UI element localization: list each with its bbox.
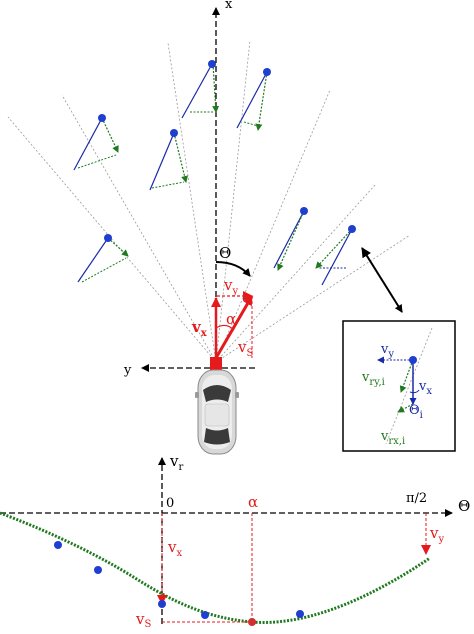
inset-vx-label: vx [418,379,432,397]
top-x-axis: x [212,0,233,378]
target-group [73,114,119,171]
target-group [181,60,220,119]
ray-line [7,116,217,363]
sample-dot [94,566,102,574]
target-group [315,225,356,286]
top-y-axis-label: y [123,363,132,378]
theta-label: Θ [219,244,231,262]
target-dot [263,68,271,76]
inset-target-dot [409,356,417,364]
car-top-view [195,369,239,455]
inset-theta-label: Θi [409,403,423,421]
tick-pi-half: π/2 [406,491,427,506]
top-x-axis-label: x [225,0,233,12]
target-group [273,207,308,271]
ray-line [61,94,217,363]
bottom-vs-label: vS [135,610,151,630]
sample-dot [201,611,209,619]
bottom-vy-label: vy [429,524,444,545]
target-dot [104,234,112,242]
theta-angle-arrow: Θ [215,244,251,277]
inset-pointer-arrow [361,247,403,313]
target-group [149,129,188,191]
target-dot [98,114,106,122]
inset-vry-label: vry,i [361,370,385,388]
sample-dot [248,618,256,626]
vs-label: vS [237,338,253,359]
vy-label: vy [223,276,238,297]
target-dot [170,129,178,137]
tick-alpha: α [248,493,258,511]
top-y-axis: y [123,363,255,378]
radial-velocity-curve [0,511,431,624]
inset-vrx-label: vrx,i [380,429,405,447]
sample-dot [158,600,166,608]
alpha-label: α [226,310,236,328]
theta-axis-label: Θ [458,497,470,515]
sample-dot [296,610,304,618]
target-dot [300,207,308,215]
ray-line [215,89,331,363]
ray-line [167,42,217,363]
target-group [236,68,271,131]
vx-label: vx [191,318,208,339]
target-dot [348,225,356,233]
radar-sensor [210,357,222,370]
tick-zero: 0 [166,496,174,511]
radar-rays [7,39,411,363]
bottom-plot: vr Θ 0 α π/2 vx vy vS [0,452,470,630]
vehicle-velocity-vectors: vy vx α vS [191,276,253,370]
inset-panel: vy vry,i vx Θi vrx,i [342,320,456,452]
target-group [77,234,129,283]
target-dot [208,60,216,68]
vs-vector [214,295,254,359]
inset-vy-label: vy [380,342,394,360]
vr-axis-label: vr [169,452,183,473]
bottom-vx-label: vx [167,538,182,559]
sample-dot [54,541,62,549]
ray-line [215,39,251,363]
